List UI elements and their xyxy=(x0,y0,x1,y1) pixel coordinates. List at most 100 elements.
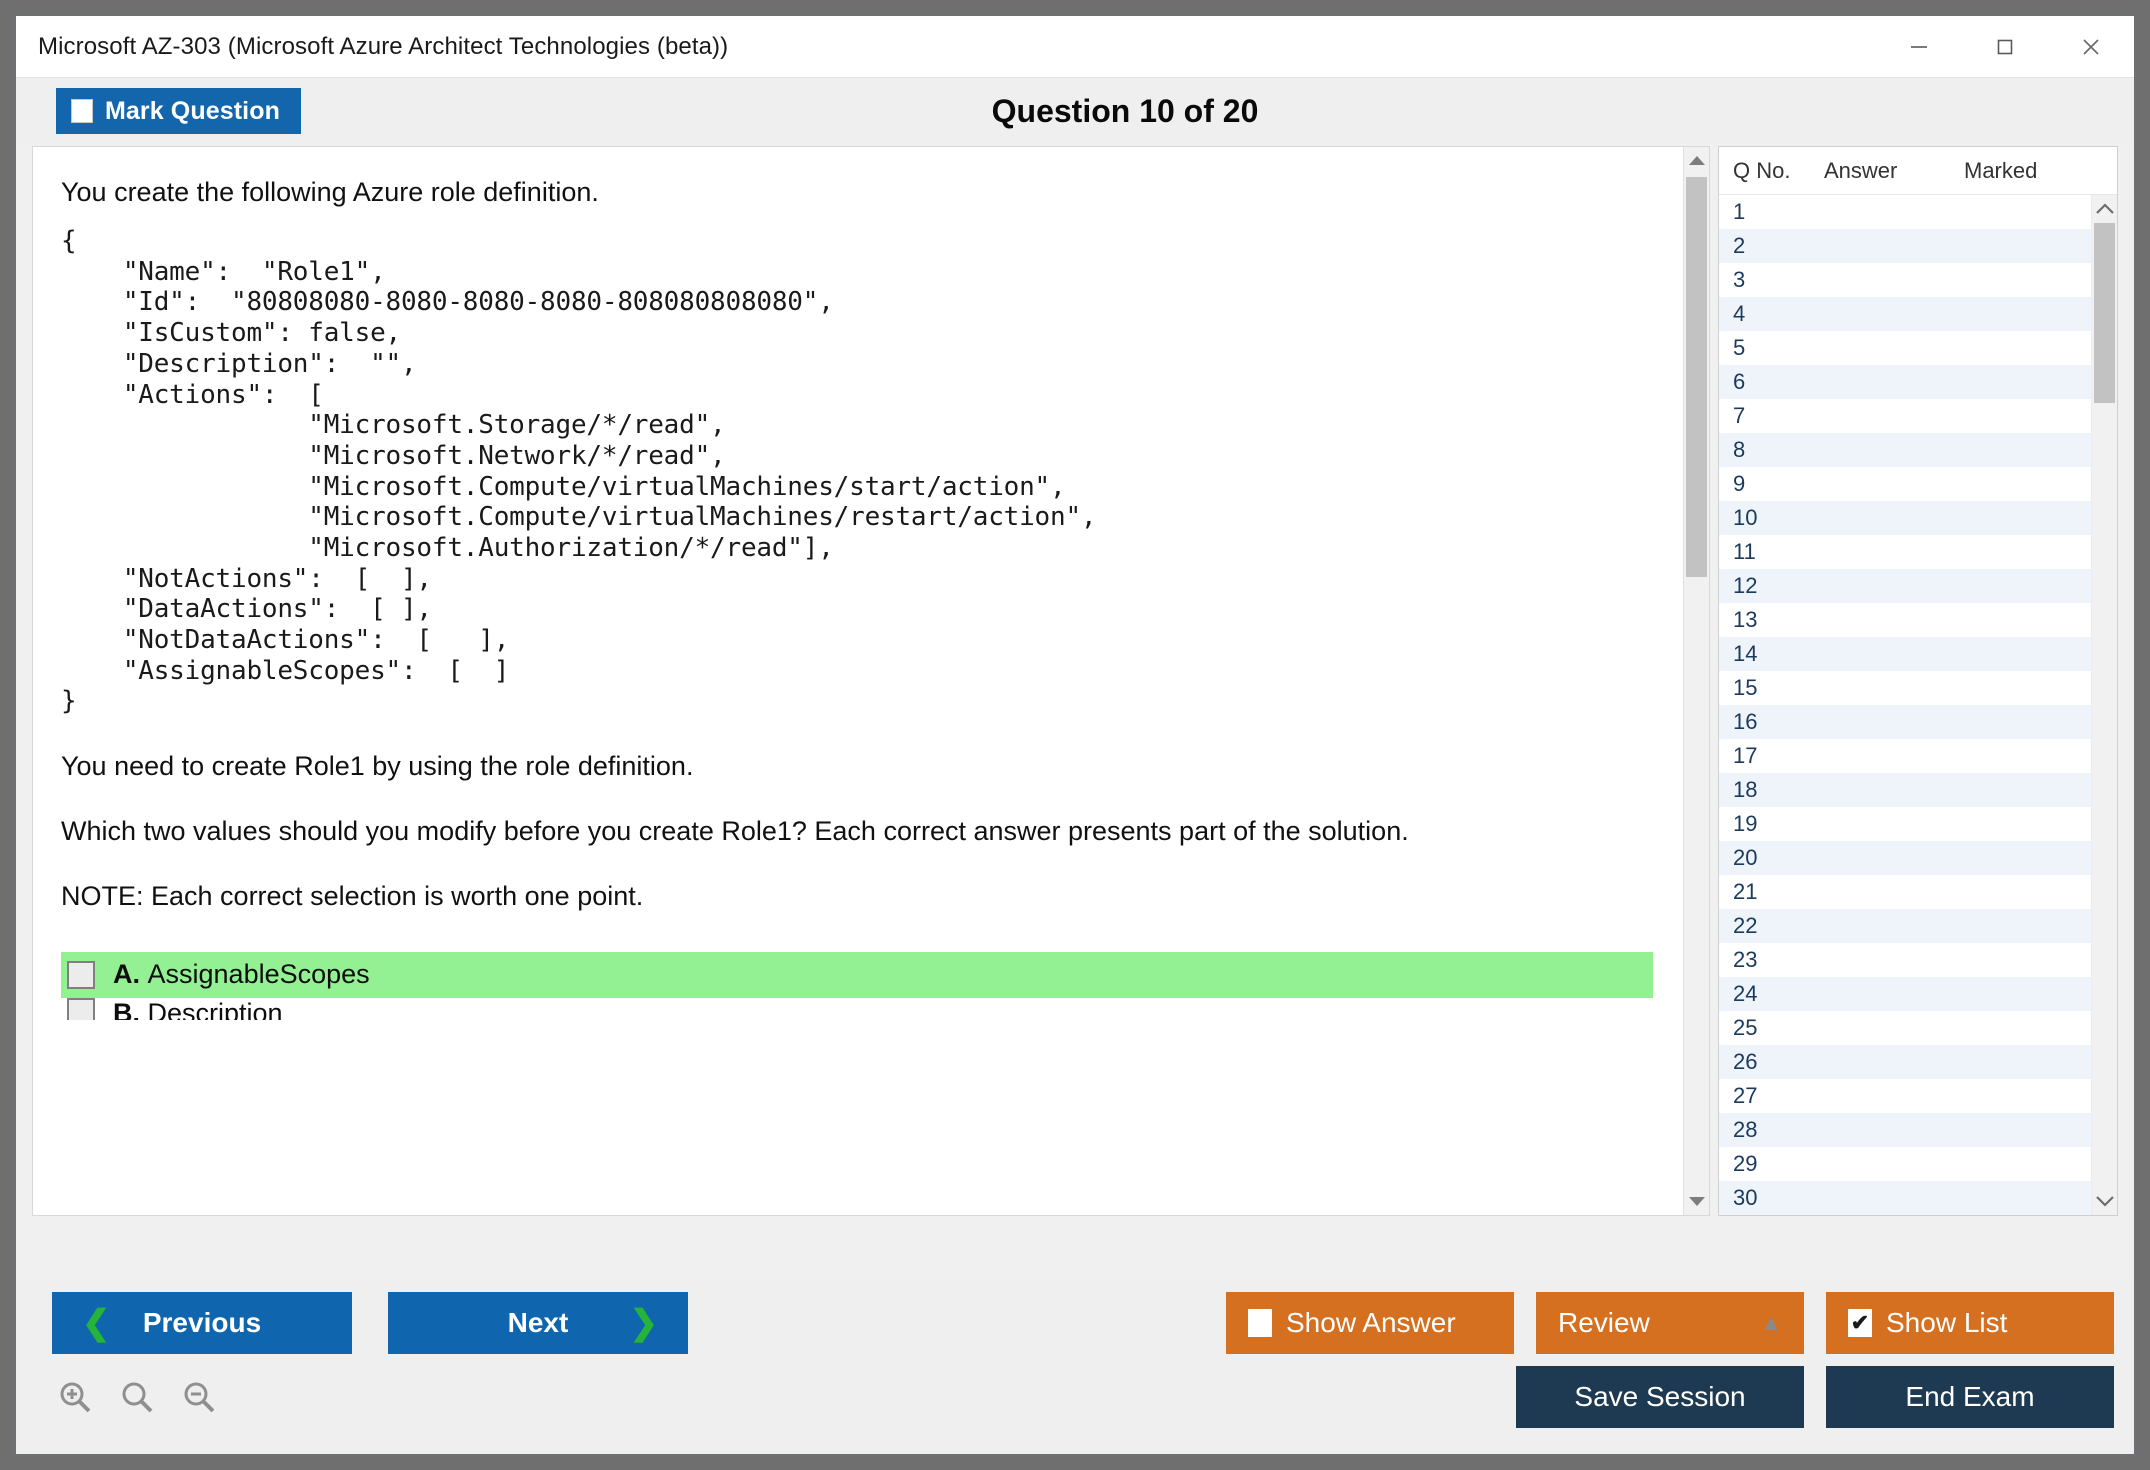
question-list-row[interactable]: 25 xyxy=(1719,1011,2091,1045)
review-dropdown[interactable]: Review ▲ xyxy=(1536,1292,1804,1354)
previous-button[interactable]: ❮ Previous xyxy=(52,1292,352,1354)
list-scroll-track[interactable] xyxy=(2092,223,2117,1187)
question-list-row[interactable]: 30 xyxy=(1719,1181,2091,1215)
question-list-row[interactable]: 6 xyxy=(1719,365,2091,399)
close-icon[interactable] xyxy=(2048,16,2134,77)
question-list-row[interactable]: 13 xyxy=(1719,603,2091,637)
question-list-row[interactable]: 24 xyxy=(1719,977,2091,1011)
question-list-row-number: 16 xyxy=(1733,709,1758,734)
question-list-row[interactable]: 14 xyxy=(1719,637,2091,671)
question-scroll-thumb[interactable] xyxy=(1686,177,1707,577)
body-area: You create the following Azure role defi… xyxy=(16,144,2134,1280)
zoom-out-icon[interactable] xyxy=(178,1376,220,1418)
question-list-row[interactable]: 16 xyxy=(1719,705,2091,739)
question-list-row-number: 7 xyxy=(1733,403,1746,428)
question-header-bar: Mark Question Question 10 of 20 xyxy=(16,78,2134,144)
answer-option-b[interactable]: B. Description xyxy=(61,997,1653,1020)
list-scroll-thumb[interactable] xyxy=(2094,223,2115,403)
question-list-row[interactable]: 10 xyxy=(1719,501,2091,535)
question-pane-scrollbar[interactable] xyxy=(1683,147,1709,1215)
zoom-in-icon[interactable] xyxy=(54,1376,96,1418)
question-list-row-number: 20 xyxy=(1733,845,1758,870)
end-exam-label: End Exam xyxy=(1905,1381,2035,1412)
answer-option-a-letter: A. xyxy=(113,959,140,990)
answer-option-b-text: Description xyxy=(147,997,283,1020)
answer-option-b-checkbox[interactable] xyxy=(67,997,95,1020)
question-list-row-number: 19 xyxy=(1733,811,1758,836)
chevron-up-icon: ▲ xyxy=(1760,1310,1782,1335)
zoom-reset-icon[interactable] xyxy=(116,1376,158,1418)
question-list-row[interactable]: 11 xyxy=(1719,535,2091,569)
show-list-checkbox[interactable]: ✔ xyxy=(1848,1309,1872,1337)
scroll-up-arrow-icon[interactable] xyxy=(1684,147,1709,173)
question-list-row-number: 8 xyxy=(1733,437,1746,462)
question-list-row[interactable]: 5 xyxy=(1719,331,2091,365)
show-answer-button[interactable]: Show Answer xyxy=(1226,1292,1514,1354)
question-list-row-number: 27 xyxy=(1733,1083,1758,1108)
question-list-row[interactable]: 21 xyxy=(1719,875,2091,909)
question-scroll-track[interactable] xyxy=(1684,173,1709,1189)
question-list-row[interactable]: 3 xyxy=(1719,263,2091,297)
page-title: Question 10 of 20 xyxy=(991,92,1259,129)
question-list-row-number: 6 xyxy=(1733,369,1746,394)
question-list-row-number: 23 xyxy=(1733,947,1758,972)
question-list-row[interactable]: 27 xyxy=(1719,1079,2091,1113)
answer-option-a[interactable]: A. AssignableScopes xyxy=(61,951,1653,998)
question-pane: You create the following Azure role defi… xyxy=(33,147,1683,1215)
show-answer-checkbox[interactable] xyxy=(1248,1309,1272,1337)
question-list-row[interactable]: 20 xyxy=(1719,841,2091,875)
question-list-row-number: 24 xyxy=(1733,981,1758,1006)
scroll-down-arrow-icon[interactable] xyxy=(1684,1189,1709,1215)
minimize-icon[interactable] xyxy=(1876,16,1962,77)
chevron-right-icon: ❯ xyxy=(629,1304,659,1342)
column-header-q-no: Q No. xyxy=(1733,157,1791,183)
question-list-row[interactable]: 28 xyxy=(1719,1113,2091,1147)
question-list-row[interactable]: 19 xyxy=(1719,807,2091,841)
question-list-row-number: 30 xyxy=(1733,1185,1758,1210)
mark-question-button[interactable]: Mark Question xyxy=(56,88,301,134)
footer-toolbar: ❮ Previous Next ❯ Show Answer Review ▲ ✔… xyxy=(16,1280,2134,1454)
show-answer-label: Show Answer xyxy=(1286,1307,1456,1338)
question-list-row[interactable]: 4 xyxy=(1719,297,2091,331)
question-list-row-number: 1 xyxy=(1733,199,1746,224)
question-list-row[interactable]: 12 xyxy=(1719,569,2091,603)
question-list-row-number: 11 xyxy=(1733,539,1756,564)
question-list-row[interactable]: 22 xyxy=(1719,909,2091,943)
answer-option-a-checkbox[interactable] xyxy=(67,960,95,989)
question-list-row-number: 29 xyxy=(1733,1151,1758,1176)
save-session-label: Save Session xyxy=(1574,1381,1746,1412)
question-list-row[interactable]: 1 xyxy=(1719,195,2091,229)
list-scroll-down-arrow-icon[interactable] xyxy=(2092,1187,2117,1215)
question-list-row[interactable]: 15 xyxy=(1719,671,2091,705)
show-list-button[interactable]: ✔ Show List xyxy=(1826,1292,2114,1354)
answer-options: A. AssignableScopes B. Description xyxy=(61,951,1653,1020)
question-list-row-number: 22 xyxy=(1733,913,1758,938)
question-list-row[interactable]: 8 xyxy=(1719,433,2091,467)
question-list-row[interactable]: 23 xyxy=(1719,943,2091,977)
window-controls xyxy=(1876,16,2134,77)
zoom-controls xyxy=(54,1376,220,1418)
question-list-row[interactable]: 26 xyxy=(1719,1045,2091,1079)
mark-question-checkbox[interactable] xyxy=(71,99,93,123)
question-list-row[interactable]: 29 xyxy=(1719,1147,2091,1181)
question-list-row[interactable]: 17 xyxy=(1719,739,2091,773)
question-list-row[interactable]: 7 xyxy=(1719,399,2091,433)
question-list-row[interactable]: 9 xyxy=(1719,467,2091,501)
window-title: Microsoft AZ-303 (Microsoft Azure Archit… xyxy=(38,32,729,60)
question-list-row-number: 18 xyxy=(1733,777,1758,802)
question-para-2: Which two values should you modify befor… xyxy=(61,815,1409,846)
question-list-row-number: 21 xyxy=(1733,879,1758,904)
save-session-button[interactable]: Save Session xyxy=(1516,1366,1804,1428)
list-scroll-up-arrow-icon[interactable] xyxy=(2092,195,2117,223)
question-list-row[interactable]: 18 xyxy=(1719,773,2091,807)
question-list-row[interactable]: 2 xyxy=(1719,229,2091,263)
question-list-scrollbar[interactable] xyxy=(2091,195,2117,1215)
end-exam-button[interactable]: End Exam xyxy=(1826,1366,2114,1428)
question-list-row-number: 4 xyxy=(1733,301,1746,326)
next-button-label: Next xyxy=(507,1307,569,1338)
question-list-row-number: 12 xyxy=(1733,573,1758,598)
role-definition-code: { "Name": "Role1", "Id": "80808080-8080-… xyxy=(61,226,1097,717)
next-button[interactable]: Next ❯ xyxy=(388,1292,688,1354)
maximize-icon[interactable] xyxy=(1962,16,2048,77)
show-list-label: Show List xyxy=(1886,1307,2008,1338)
